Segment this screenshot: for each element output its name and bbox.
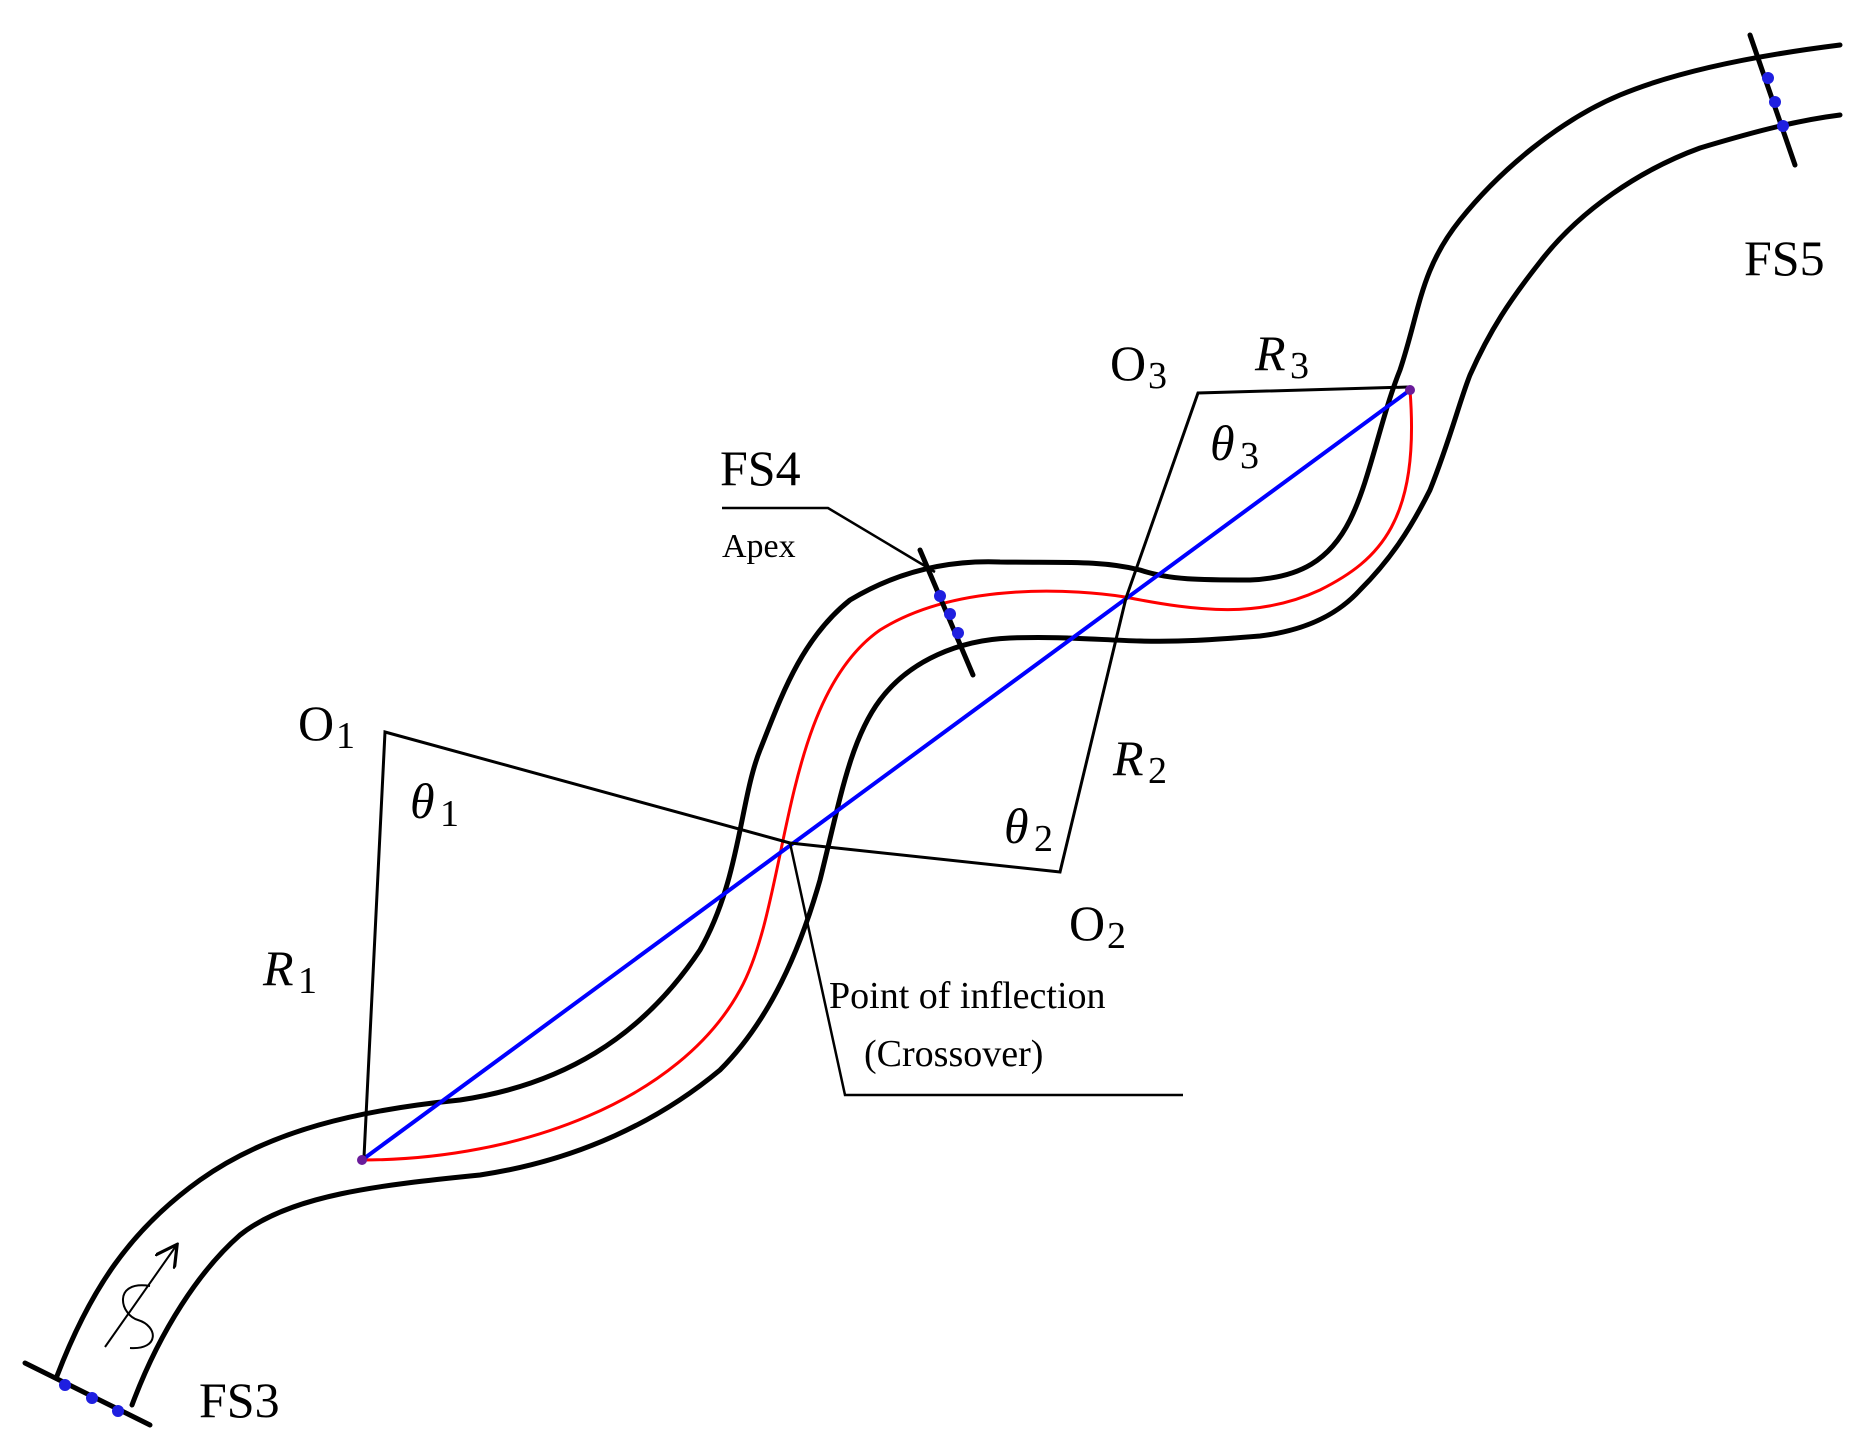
svg-text:3: 3 xyxy=(1290,345,1309,387)
r2-label: R 2 xyxy=(1112,730,1167,792)
o2-label: O 2 xyxy=(1069,895,1126,957)
flow-arrow-icon xyxy=(104,1246,176,1350)
left-bank xyxy=(54,42,1843,1379)
svg-text:R: R xyxy=(262,940,294,996)
chord-line xyxy=(360,388,1412,1162)
chord-endpoints xyxy=(357,385,1415,1165)
apex-label: Apex xyxy=(722,528,796,565)
r3-label: R 3 xyxy=(1254,325,1309,387)
svg-text:O: O xyxy=(1110,335,1146,391)
inflection-leader-line xyxy=(788,842,1183,1097)
fs4-station-points xyxy=(934,590,964,639)
r1-label: R 1 xyxy=(262,940,317,1002)
svg-text:1: 1 xyxy=(298,960,317,1002)
radius-r2-lines xyxy=(789,597,1128,874)
fs4-label: FS4 xyxy=(720,440,801,496)
fs5-label: FS5 xyxy=(1744,230,1825,286)
inflection-label-line2: (Crossover) xyxy=(864,1033,1043,1075)
theta3-label: θ 3 xyxy=(1210,415,1259,477)
fs3-station-points xyxy=(59,1379,124,1417)
svg-text:R: R xyxy=(1112,730,1144,786)
right-bank xyxy=(129,112,1843,1408)
svg-text:R: R xyxy=(1254,325,1286,381)
svg-text:2: 2 xyxy=(1034,818,1053,860)
svg-text:O: O xyxy=(298,695,334,751)
o1-label: O 1 xyxy=(298,695,355,757)
inflection-label-line1: Point of inflection xyxy=(829,975,1106,1017)
fs3-label: FS3 xyxy=(199,1372,280,1428)
svg-text:θ: θ xyxy=(410,773,435,829)
radius-r1-lines xyxy=(362,730,791,1158)
theta1-label: θ 1 xyxy=(410,773,459,835)
o3-label: O 3 xyxy=(1110,335,1167,397)
svg-text:3: 3 xyxy=(1240,435,1259,477)
svg-text:θ: θ xyxy=(1004,798,1029,854)
theta2-label: θ 2 xyxy=(1004,798,1053,860)
svg-text:3: 3 xyxy=(1148,355,1167,397)
svg-text:θ: θ xyxy=(1210,415,1235,471)
svg-text:2: 2 xyxy=(1107,915,1126,957)
svg-text:1: 1 xyxy=(336,715,355,757)
fs3-cross-section xyxy=(22,1360,153,1428)
fs4-leader-line xyxy=(722,506,936,574)
radius-r3-lines xyxy=(1124,385,1409,599)
svg-text:1: 1 xyxy=(440,793,459,835)
fs5-station-points xyxy=(1762,72,1789,132)
svg-text:O: O xyxy=(1069,895,1105,951)
thalweg-curve xyxy=(361,389,1413,1162)
svg-text:2: 2 xyxy=(1148,750,1167,792)
